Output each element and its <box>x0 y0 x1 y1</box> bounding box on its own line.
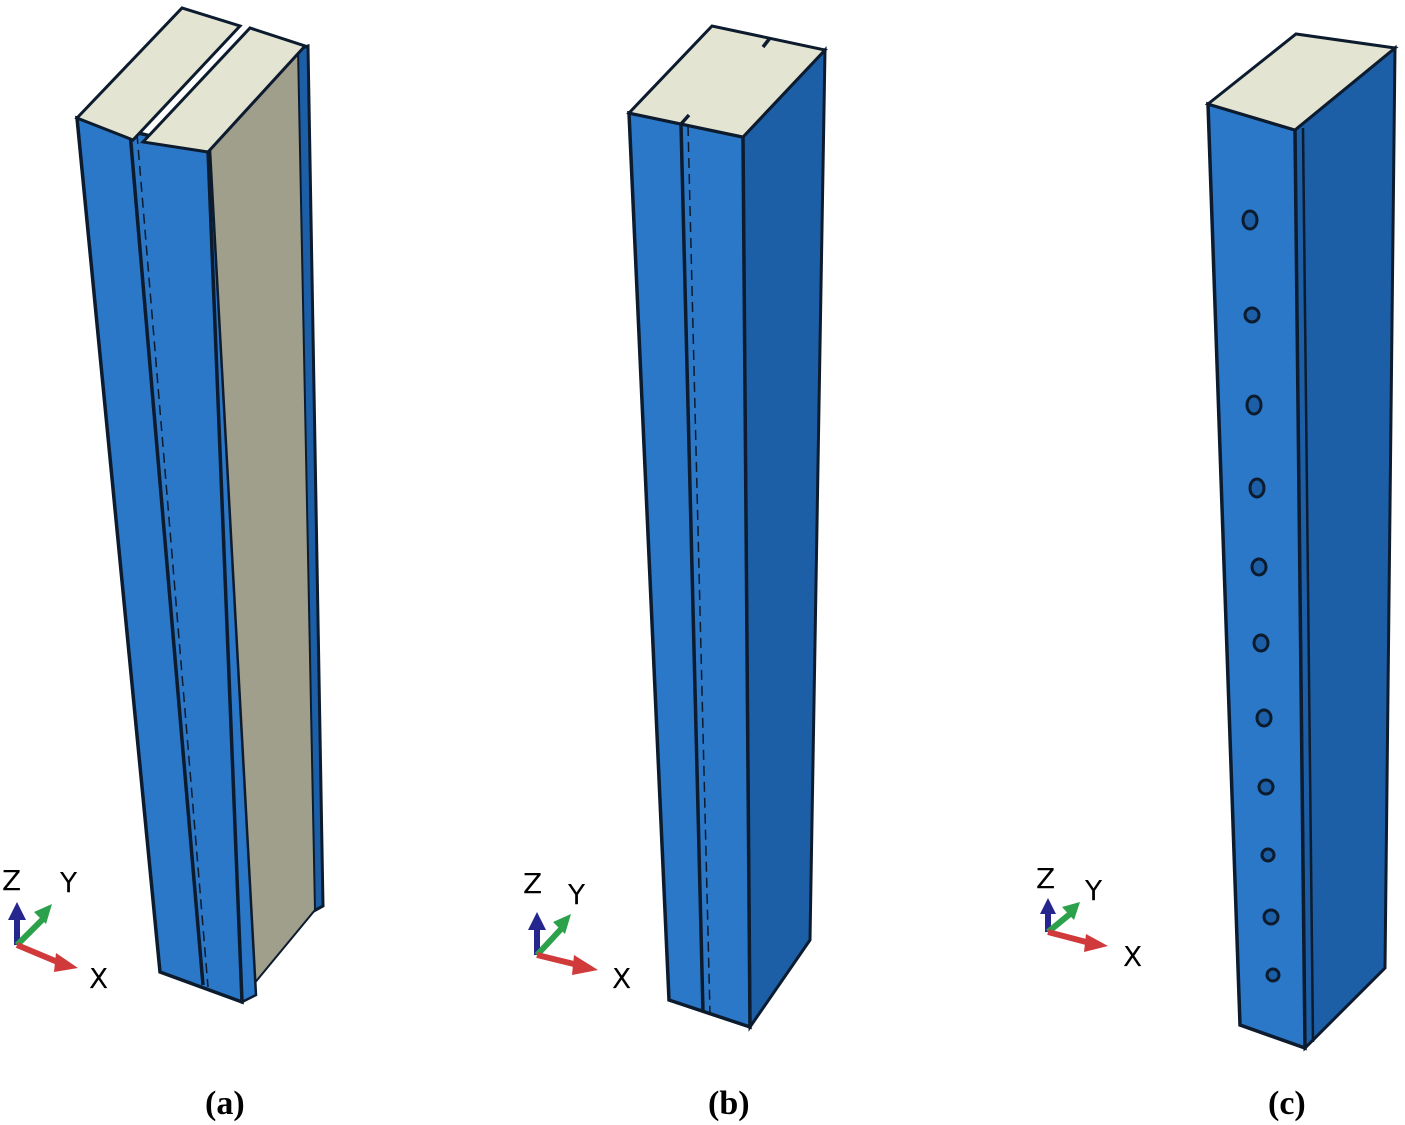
bolt-hole <box>1260 847 1276 863</box>
column-a-seam <box>128 131 205 986</box>
axis-triad-c: Z Y X <box>1036 862 1142 973</box>
axis-x-label: X <box>89 962 108 995</box>
axis-z-label: Z <box>523 867 542 900</box>
panel-c: Z Y X (c) <box>1036 32 1399 1122</box>
bolt-hole <box>1243 306 1261 324</box>
bolt-hole <box>1255 708 1273 728</box>
axis-y-label: Y <box>59 866 78 899</box>
axis-z-label: Z <box>1036 862 1055 895</box>
axis-y-label: Y <box>1084 874 1103 907</box>
bolt-hole <box>1265 967 1281 983</box>
panel-label-a: (a) <box>205 1085 245 1122</box>
axis-y-label: Y <box>567 878 586 911</box>
column-b-top-slot-back <box>761 36 772 49</box>
panel-label-c: (c) <box>1268 1085 1306 1122</box>
column-b-top-slot-front <box>679 113 691 126</box>
bolt-hole <box>1262 908 1280 926</box>
bolt-hole <box>1241 209 1259 231</box>
panel-b: Z Y X (b) <box>523 24 828 1122</box>
column-b-seam <box>679 123 705 1013</box>
bolt-hole <box>1252 633 1270 653</box>
column-c-holes <box>1241 209 1281 983</box>
column-c-top-face <box>1204 32 1399 132</box>
bolt-hole <box>1245 394 1263 416</box>
column-a-top-right <box>139 26 308 154</box>
column-a-top-left <box>74 6 243 142</box>
column-b-side-face <box>741 46 827 1032</box>
column-b-front-face <box>627 110 752 1030</box>
bolt-hole <box>1250 557 1268 577</box>
panel-label-b: (b) <box>708 1085 750 1122</box>
axis-z-label: Z <box>2 864 21 897</box>
axis-triad-b: Z Y X <box>523 867 631 995</box>
panel-a: Z Y X (a) <box>2 6 325 1122</box>
axis-x-label: X <box>1123 940 1142 973</box>
column-c-side-face <box>1293 44 1397 1052</box>
axis-x-label: X <box>612 962 631 995</box>
bolt-hole <box>1248 477 1266 499</box>
axis-triad-a: Z Y X <box>2 864 108 995</box>
column-b-top-face <box>626 24 828 139</box>
bolt-hole <box>1257 778 1275 796</box>
